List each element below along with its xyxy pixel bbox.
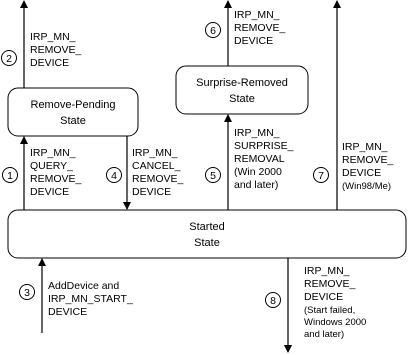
transition-7-number: 7 [318, 170, 324, 182]
remove-pending-state-label-line2: State [60, 115, 86, 127]
transition-5-number: 5 [210, 170, 216, 182]
transition-5-label-line4: (Win 2000 [234, 166, 282, 178]
transition-3-label-line2: IRP_MN_START_ [48, 293, 133, 305]
remove-pending-state-box [7, 87, 139, 137]
transition-4-number-badge [106, 167, 122, 183]
started-state-box [7, 209, 407, 259]
transition-4-number: 4 [111, 170, 117, 182]
started-state-label-line2: State [194, 237, 220, 249]
transition-7-label-line3: DEVICE [342, 167, 381, 179]
transition-8-number: 8 [270, 295, 276, 307]
surprise-removed-state-box [175, 65, 309, 115]
transition-4-label-line2: CANCEL_ [132, 160, 181, 172]
transition-5-label-line3: REMOVAL [234, 153, 285, 165]
transition-3-label-line1: AddDevice and [48, 280, 119, 292]
transition-5-label-line1: IRP_MN_ [234, 127, 280, 139]
remove-pending-state-label-line1: Remove-Pending [31, 99, 116, 111]
transition-8-note-line2: Windows 2000 [304, 317, 366, 328]
transition-7-number-badge [313, 167, 329, 183]
transition-6-number: 6 [210, 25, 216, 37]
transition-2-number-badge [1, 50, 17, 66]
transition-1-label-line2: QUERY_ [30, 160, 73, 172]
transition-5-number-badge [205, 167, 221, 183]
surprise-removed-state-label-line1: Surprise-Removed [196, 77, 288, 89]
transition-1-label-line3: REMOVE_ [30, 173, 82, 185]
transition-1-label-line1: IRP_MN_ [30, 147, 76, 159]
transition-6-label-line1: IRP_MN_ [234, 9, 280, 21]
transition-1-number-badge [2, 167, 18, 183]
transition-7-note: (Win98/Me) [342, 181, 391, 192]
transition-3-label-line3: DEVICE [48, 306, 87, 318]
transition-4-label-line4: DEVICE [132, 186, 171, 198]
surprise-removed-state-label-line2: State [229, 93, 255, 105]
transition-8-label-line1: IRP_MN_ [304, 265, 350, 277]
transition-5-label-line5: and later) [234, 179, 278, 191]
transition-4-label-line3: REMOVE_ [132, 173, 184, 185]
transition-1-label-line4: DEVICE [30, 186, 69, 198]
transition-6-label-line2: REMOVE_ [234, 22, 286, 34]
transition-1-number: 1 [7, 170, 13, 182]
transition-8-note-line1: (Start failed, [304, 305, 355, 316]
transition-2-label-line2: REMOVE_ [30, 44, 82, 56]
transition-6-label-line3: DEVICE [234, 35, 273, 47]
transition-2-number: 2 [6, 53, 12, 65]
transition-7-label-line1: IRP_MN_ [342, 141, 388, 153]
transition-8-note-line3: and later) [304, 329, 344, 340]
transition-5-label-line2: SURPRISE_ [234, 140, 294, 152]
transition-2-label-line1: IRP_MN_ [30, 31, 76, 43]
started-state-label-line1: Started [189, 221, 224, 233]
transition-4-label-line1: IRP_MN_ [132, 147, 178, 159]
transition-6-number-badge [205, 22, 221, 38]
transition-3-number-badge [19, 284, 35, 300]
transition-8-label-line2: REMOVE_ [304, 278, 356, 290]
transition-3-number: 3 [24, 287, 30, 299]
transition-8-number-badge [265, 292, 281, 308]
transition-2-label-line3: DEVICE [30, 57, 69, 69]
transition-8-label-line3: DEVICE [304, 291, 343, 303]
transition-7-label-line2: REMOVE_ [342, 154, 394, 166]
